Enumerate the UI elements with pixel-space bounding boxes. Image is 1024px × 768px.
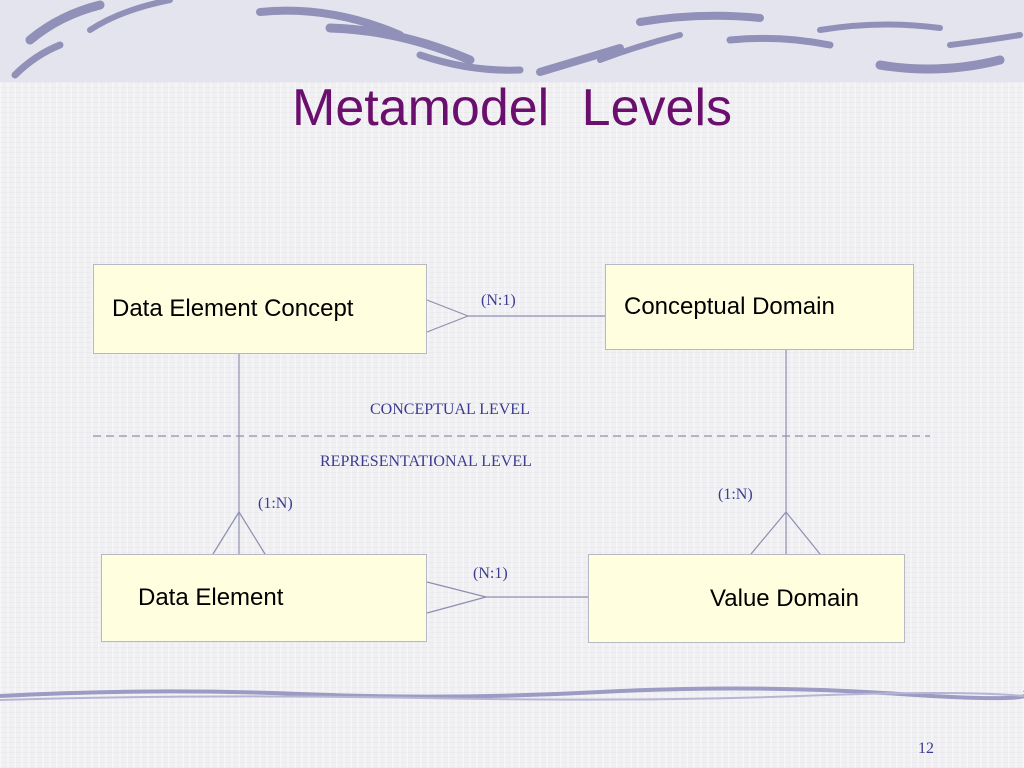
slide-title: Metamodel Levels <box>292 79 732 137</box>
crowfoot-dec-top <box>426 299 469 317</box>
conceptual-level-label: CONCEPTUAL LEVEL <box>370 401 530 418</box>
crowfoot-de2-bottom <box>426 596 487 614</box>
crowfoot-vd-right <box>785 511 821 555</box>
crowfoot-de2-top <box>426 581 487 598</box>
entity-label: Conceptual Domain <box>624 293 835 320</box>
entity-label: Data Element <box>138 584 284 611</box>
decorative-top-band <box>0 0 1024 82</box>
entity-label: Data Element Concept <box>112 295 354 322</box>
crowfoot-dec-bottom <box>426 315 469 333</box>
cardinality-cd-vd: (1:N) <box>718 486 753 503</box>
page-number: 12 <box>918 740 934 757</box>
entity-value-domain: Value Domain <box>588 554 905 643</box>
cardinality-dec-cd: (N:1) <box>481 292 516 309</box>
entity-data-element: Data Element <box>101 554 427 642</box>
representational-level-label: REPRESENTATIONAL LEVEL <box>320 453 532 470</box>
decorative-bottom-wave <box>0 686 1024 701</box>
entity-label: Value Domain <box>710 584 859 612</box>
cardinality-dec-de: (1:N) <box>258 495 293 512</box>
crowfoot-de-right <box>238 511 266 555</box>
entity-data-element-concept: Data Element Concept <box>93 264 427 354</box>
entity-conceptual-domain: Conceptual Domain <box>605 264 914 350</box>
crowfoot-vd-left <box>750 511 787 555</box>
cardinality-de-vd: (N:1) <box>473 565 508 582</box>
crowfoot-de-left <box>212 511 240 555</box>
